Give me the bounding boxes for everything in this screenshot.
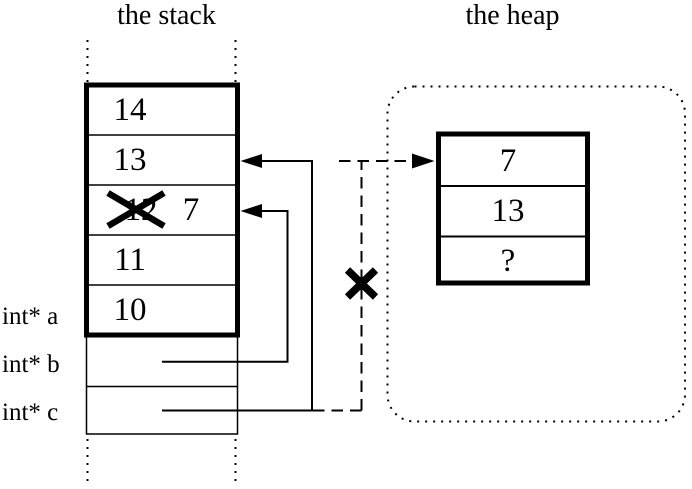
locals-cells — [85, 334, 239, 435]
crossout-x-old-value-icon — [106, 190, 166, 229]
stack-cell-value-13: 13 — [113, 142, 147, 178]
dangling-pointer-dashed-line — [313, 160, 411, 412]
pointer-label-b: int* b — [2, 351, 60, 378]
heap-cell-value-13: 13 — [491, 193, 525, 229]
stack-cell-old-value-12: 12 — [124, 192, 158, 228]
stack-cell-value-14: 14 — [113, 92, 147, 128]
pointer-b-line — [162, 210, 289, 363]
pointer-label-a: int* a — [2, 303, 59, 330]
pointer-c-arrowhead-icon — [240, 154, 262, 168]
heap-cell-value-unknown: ? — [500, 243, 516, 279]
heap-block-separators — [441, 185, 585, 238]
stack-title: the stack — [117, 0, 216, 31]
locals-cells-box — [85, 334, 239, 435]
stack-cell-value-10: 10 — [113, 292, 147, 328]
crossout-x-dangling-pointer-icon — [344, 267, 379, 300]
heap-arrowhead-icon — [412, 153, 435, 169]
heap-title: the heap — [465, 0, 560, 31]
stack-frame-box — [84, 82, 240, 338]
pointer-label-c: int* c — [2, 399, 59, 426]
heap-block-box — [436, 131, 590, 286]
stack-cell-value-11: 11 — [114, 242, 146, 278]
heap-dotted-region — [386, 85, 686, 423]
pointer-c-line — [162, 160, 313, 412]
pointer-b-arrowhead-icon — [240, 204, 262, 218]
stack-cell-new-value-7: 7 — [182, 192, 200, 228]
stack-frame-separators — [89, 134, 235, 286]
heap-cell-value-7: 7 — [499, 143, 517, 179]
